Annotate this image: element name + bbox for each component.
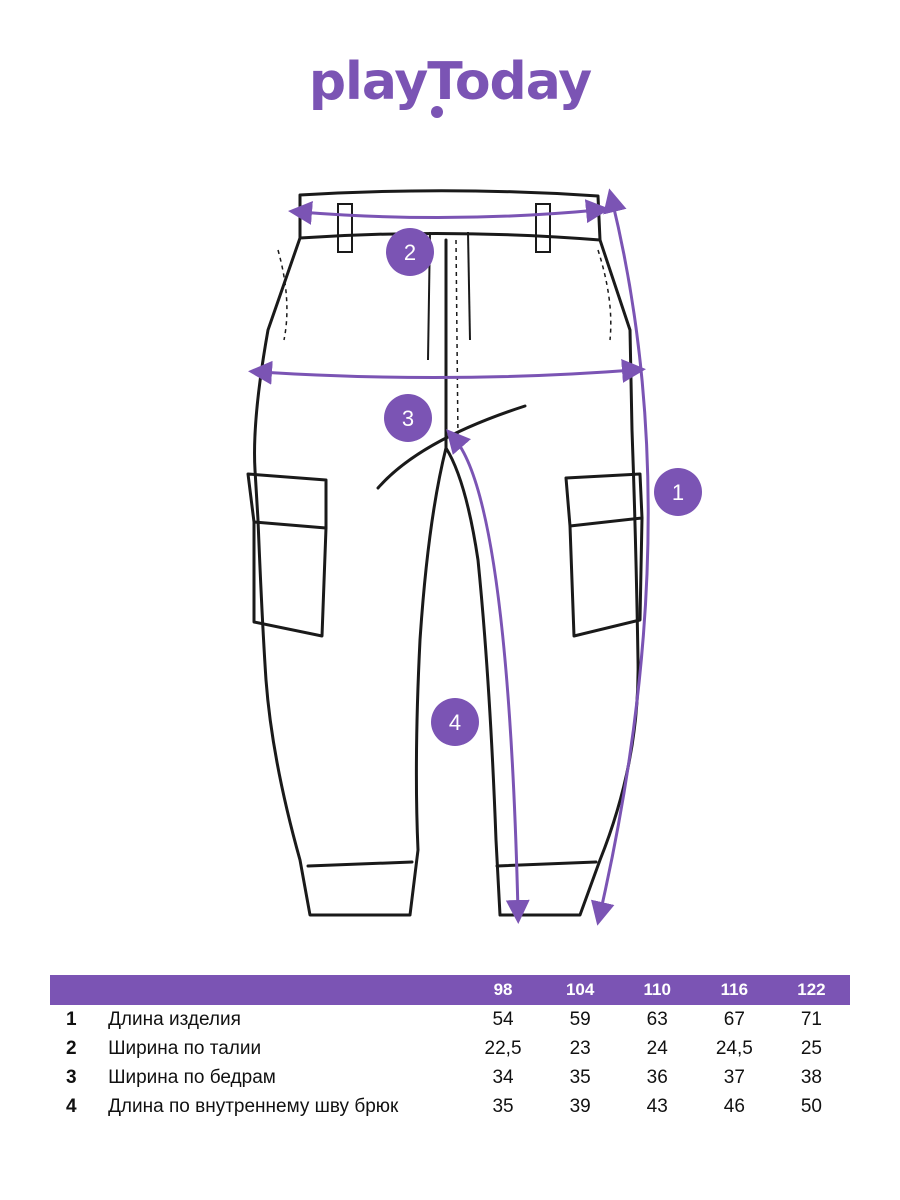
brand-logo-dot — [431, 106, 443, 118]
table-row: 2 Ширина по талии 22,5 23 24 24,5 25 — [50, 1034, 850, 1063]
marker-badge-2: 2 — [386, 228, 434, 276]
size-header: 116 — [695, 975, 773, 1005]
pants-diagram: 1 2 3 4 — [246, 188, 702, 926]
row-value: 39 — [569, 1095, 591, 1117]
measure-line-2 — [288, 199, 610, 225]
drawstring-right — [467, 231, 471, 341]
measure-line-1 — [590, 188, 650, 926]
row-value: 36 — [646, 1066, 668, 1088]
row-value: 22,5 — [484, 1037, 522, 1059]
right-cuff-seam — [495, 860, 598, 868]
crotch-curve — [376, 404, 527, 490]
marker-badge-3: 3 — [384, 394, 432, 442]
svg-text:3: 3 — [402, 406, 414, 431]
row-number: 1 — [66, 1008, 77, 1030]
table-row: 1 Длина изделия 54 59 63 67 71 — [50, 1005, 850, 1034]
size-table: 98 104 110 116 122 1 Длина изделия 54 59… — [50, 975, 850, 1121]
row-value: 67 — [723, 1008, 745, 1030]
header-blank-num — [50, 975, 109, 1005]
row-value: 54 — [492, 1008, 514, 1030]
right-pocket-bag — [568, 516, 644, 638]
row-value: 25 — [800, 1037, 822, 1059]
row-value: 46 — [723, 1095, 745, 1117]
left-side-stitch — [277, 249, 288, 341]
row-label: Длина изделия — [108, 1008, 241, 1030]
row-label: Ширина по бедрам — [108, 1066, 276, 1088]
row-value: 63 — [646, 1008, 668, 1030]
belt-loop-right — [535, 203, 551, 253]
svg-text:2: 2 — [404, 240, 416, 265]
svg-text:4: 4 — [449, 710, 461, 735]
table-row: 3 Ширина по бедрам 34 35 36 37 38 — [50, 1063, 850, 1092]
size-header: 104 — [541, 975, 619, 1005]
fly-stitch — [455, 239, 459, 441]
header-blank-label — [108, 975, 465, 1005]
row-value: 24 — [646, 1037, 668, 1059]
svg-text:1: 1 — [672, 480, 684, 505]
size-header: 98 — [464, 975, 542, 1005]
measure-line-4 — [446, 428, 530, 924]
brand-logo: playToday — [308, 52, 592, 112]
row-value: 50 — [800, 1095, 822, 1117]
row-number: 2 — [66, 1037, 77, 1059]
row-number: 3 — [66, 1066, 77, 1088]
row-label: Ширина по талии — [108, 1037, 262, 1059]
row-value: 34 — [492, 1066, 514, 1088]
row-value: 23 — [569, 1037, 591, 1059]
left-cuff-seam — [306, 860, 414, 868]
belt-loop-left — [337, 203, 353, 253]
size-header: 110 — [618, 975, 696, 1005]
row-value: 37 — [723, 1066, 745, 1088]
marker-badge-1: 1 — [654, 468, 702, 516]
row-label: Длина по внутреннему шву брюк — [108, 1095, 399, 1117]
table-row: 4 Длина по внутреннему шву брюк 35 39 43… — [50, 1092, 850, 1121]
row-value: 38 — [800, 1066, 822, 1088]
marker-badge-4: 4 — [431, 698, 479, 746]
row-value: 35 — [492, 1095, 514, 1117]
right-pocket — [564, 472, 644, 528]
row-number: 4 — [66, 1095, 77, 1117]
row-value: 35 — [569, 1066, 591, 1088]
row-value: 71 — [800, 1008, 822, 1030]
size-header: 122 — [772, 975, 850, 1005]
size-table-header: 98 104 110 116 122 — [50, 975, 850, 1005]
row-value: 24,5 — [715, 1037, 753, 1059]
row-value: 43 — [646, 1095, 668, 1117]
left-pocket-bag — [252, 520, 328, 638]
left-pocket — [246, 472, 328, 530]
row-value: 59 — [569, 1008, 591, 1030]
measure-line-3 — [248, 358, 646, 385]
